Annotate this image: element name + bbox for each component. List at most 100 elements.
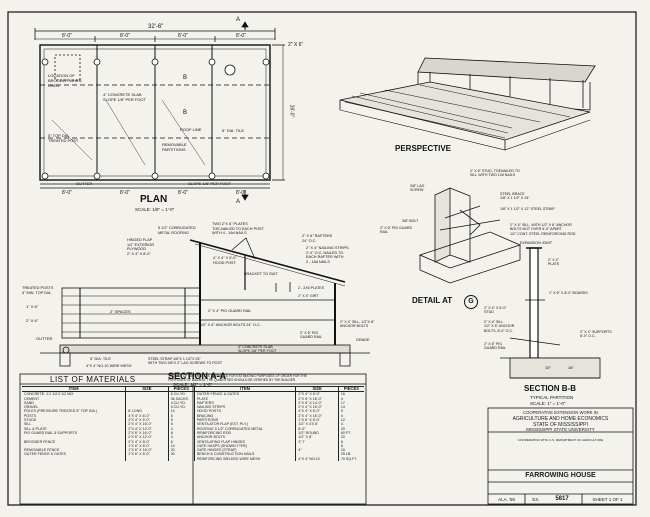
aa-note-plates: TWO 2"X 6" PLATES TOE-NAILED TO EACH POS… <box>212 222 264 235</box>
section-mark-bottom: A <box>236 199 241 205</box>
materials-heading: LIST OF MATERIALS <box>50 375 136 384</box>
section-mark-b-2: B <box>183 110 188 116</box>
materials-cell-size-right <box>295 443 339 449</box>
materials-cell-size-left <box>125 456 169 462</box>
materials-cell-size-left: 8' LONG <box>125 409 169 414</box>
materials-cell-pieces-right: 70 SQ.FT. <box>340 456 358 461</box>
g-note-rail: 2" X 6" PIG GUARD RAIL <box>380 226 413 235</box>
g-note-anchor: 2" X 4" SILL, WITH 1/2" X 8" ANCHOR BOLT… <box>510 223 576 236</box>
perspective-title: PERSPECTIVE <box>395 144 452 153</box>
materials-cell-pieces-left: 6 <box>168 439 195 444</box>
materials-cell-pieces-left: 40 <box>168 452 195 457</box>
materials-cell-size-right: 1/2" X 8" <box>295 435 339 440</box>
materials-cell-pieces-left: 4 CU.YD. <box>168 400 195 406</box>
aa-note-bracket: BRACKET TO SUIT <box>244 272 278 276</box>
materials-cell-item-right: PLATE <box>194 396 297 401</box>
col-size-right: SIZE <box>295 385 339 393</box>
section-bb-scale: SCALE: 1" = 1'-0" <box>530 401 566 406</box>
materials-cell-pieces-right: 20 <box>340 435 345 440</box>
section-mark-top: A <box>236 17 241 23</box>
bb-note-supports: 2" X 4" SUPPORTS 8'-0" O.C. <box>580 330 612 339</box>
g-note-joint: EXPANSION JOINT <box>520 241 553 245</box>
plan-top-dim-4: 8'-0" <box>236 33 246 39</box>
tb-ex-number: 5817 <box>555 496 569 502</box>
materials-cell-pieces-right: 8 <box>340 443 343 448</box>
materials-cell-size-right: 1/2" ROUND <box>295 430 339 436</box>
section-aa-title: SECTION A-A <box>168 371 227 381</box>
aa-note-tile: 5" DIA. TILE <box>90 357 111 361</box>
plan-right-dim: 2" X 6" <box>288 42 304 48</box>
bb-dim-2: 16" <box>568 365 574 370</box>
g-note-bolt-post: 2" X 6" STUD, TOENAILED TO SILL WITH TWO… <box>470 169 520 178</box>
materials-cell-item-right: ANCHOR BOLTS <box>194 435 297 440</box>
materials-cell-item-right: PARTITIONS <box>194 418 297 423</box>
materials-cell-item-left: STUDS <box>22 418 127 423</box>
aa-note-roofing: 5 1/2" CORRUGATED METAL ROOFING <box>158 226 196 235</box>
bb-note-stud: 2" X 4" X 5'-0" STUD <box>484 306 507 315</box>
materials-cell-size-right: 4" <box>295 448 339 453</box>
materials-cell-pieces-right: 4 <box>340 396 343 401</box>
materials-cell-item-left: REMOVABLE FENCE <box>22 448 127 453</box>
aa-note-rafters: 2" X 6" RAFTERS 24" O.C. <box>302 234 333 243</box>
materials-cell-size-left: 2"X 4" X 12'-0" <box>125 426 169 431</box>
materials-cell-item-left <box>22 435 127 440</box>
aa-note-spaces: 2" SPACES <box>110 309 131 314</box>
bb-note-sill: 2" X 4" SILL 1/2" X 8" ANCHOR BOLTS, 8'-… <box>484 320 515 333</box>
materials-cell-size-left <box>125 396 169 401</box>
materials-cell-size-left: 2"X 6" X 16'-0" <box>125 430 169 436</box>
materials-cell-item-left: GRAVEL <box>22 405 127 410</box>
aa-note-tie: 2" X 4" GIRT <box>298 294 319 298</box>
tb-line4: MISSISSIPPI STATE UNIVERSITY <box>526 427 595 432</box>
materials-cell-size-left: 1"X 6" X 16'-0" <box>125 448 169 453</box>
materials-cell-size-left: 2"X 4" X 16'-0" <box>125 422 169 427</box>
aa-note-plates2: 2 - 2X6 PLATES <box>298 286 325 290</box>
materials-cell-size-left <box>125 391 169 397</box>
materials-cell-item-left <box>22 456 127 462</box>
aa-note-treated-posts: TREATED POSTS 5" MIN. TOP DIA. <box>22 286 54 295</box>
plan-note-slab: 4" CONCRETE SLAB SLOPE 1/8" PER FOOT <box>103 92 146 102</box>
aa-note-mesh: 4"X 4" NO.10 WIRE MESH <box>86 364 132 368</box>
plan-top-dim-1: 8'-0" <box>62 33 72 39</box>
materials-cell-item-right: NAILING STRIPS <box>194 405 297 410</box>
materials-cell-size-right: 1/2" X 4'X 8' <box>295 422 339 427</box>
plan-title: PLAN <box>140 194 168 205</box>
materials-cell-size-left: 1"X 6" X 8'-0" <box>125 452 169 457</box>
materials-cell-pieces-right: 20 <box>340 426 345 431</box>
tb-line2: AGRICULTURE AND HOME ECONOMICS <box>512 416 609 422</box>
materials-cell-size-right: 1"X 6" X 8'-0" <box>295 418 339 423</box>
materials-cell-pieces-right: 17 <box>340 400 345 405</box>
materials-cell-pieces-right: 4 <box>340 422 343 427</box>
materials-cell-size-right: 2"X 4" X 16'-0" <box>295 405 339 410</box>
plan-note-gutter: GUTTER <box>76 181 93 186</box>
aa-note-guard2: 2" X 6" PIG GUARD RAIL <box>300 331 322 340</box>
materials-cell-pieces-right: 12 <box>340 418 345 423</box>
section-bb-view <box>500 247 601 379</box>
plan-overall-dim: 32'-6" <box>148 24 164 30</box>
tb-sheet: SHEET 1 OF 1 <box>592 497 623 502</box>
materials-cell-item-left: CONCRETE: 1:2 1/2:3 1/2 MIX <box>22 391 127 397</box>
aa-note-hood: 4" X 4" X 6'-0" HOOD POST <box>213 256 237 265</box>
detail-g-view <box>418 187 522 284</box>
materials-cell-item-left: CEMENT <box>22 396 127 401</box>
materials-cell-pieces-left: 4 <box>168 435 195 440</box>
materials-cell-pieces-right: 14 <box>340 405 345 410</box>
tb-line5: COOPERATING WITH U.S. DEPARTMENT OF AGRI… <box>517 438 604 442</box>
materials-cell-pieces-left: 5 CU.YD. <box>168 405 195 410</box>
materials-cell-size-right: 4"X 4" X 6'-0" <box>295 409 339 414</box>
plan-note-slope: SLOPE 1/8" PER FOOT <box>188 181 231 186</box>
materials-cell-item-right: HOOD POSTS <box>194 409 297 414</box>
materials-cell-item-right: GATE HASPS (SHOWN TYPE) <box>194 443 297 449</box>
aa-note-flap: HINGED FLAP 1/2" EXTERIOR PLYWOOD 2" X 4… <box>127 238 155 256</box>
materials-cell-item-right: ROOFING 5 1/2" CORRUGATED METAL <box>194 426 297 431</box>
plan-note-tile: 5" DIA. TILE <box>222 128 245 133</box>
plan-note-roof: ROOF LINE <box>180 127 202 132</box>
aa-note-guard-rail: 2" X 4" PIG GUARD RAIL <box>208 309 252 313</box>
materials-cell-size-right: 4"X 4" NO.10 <box>295 456 339 462</box>
aa-note-anchor: 1/2" X 6" ANCHOR BOLTS 24" O.C. <box>200 323 261 327</box>
materials-cell-item-right: GATE HINGES (STRAP) <box>194 448 297 453</box>
